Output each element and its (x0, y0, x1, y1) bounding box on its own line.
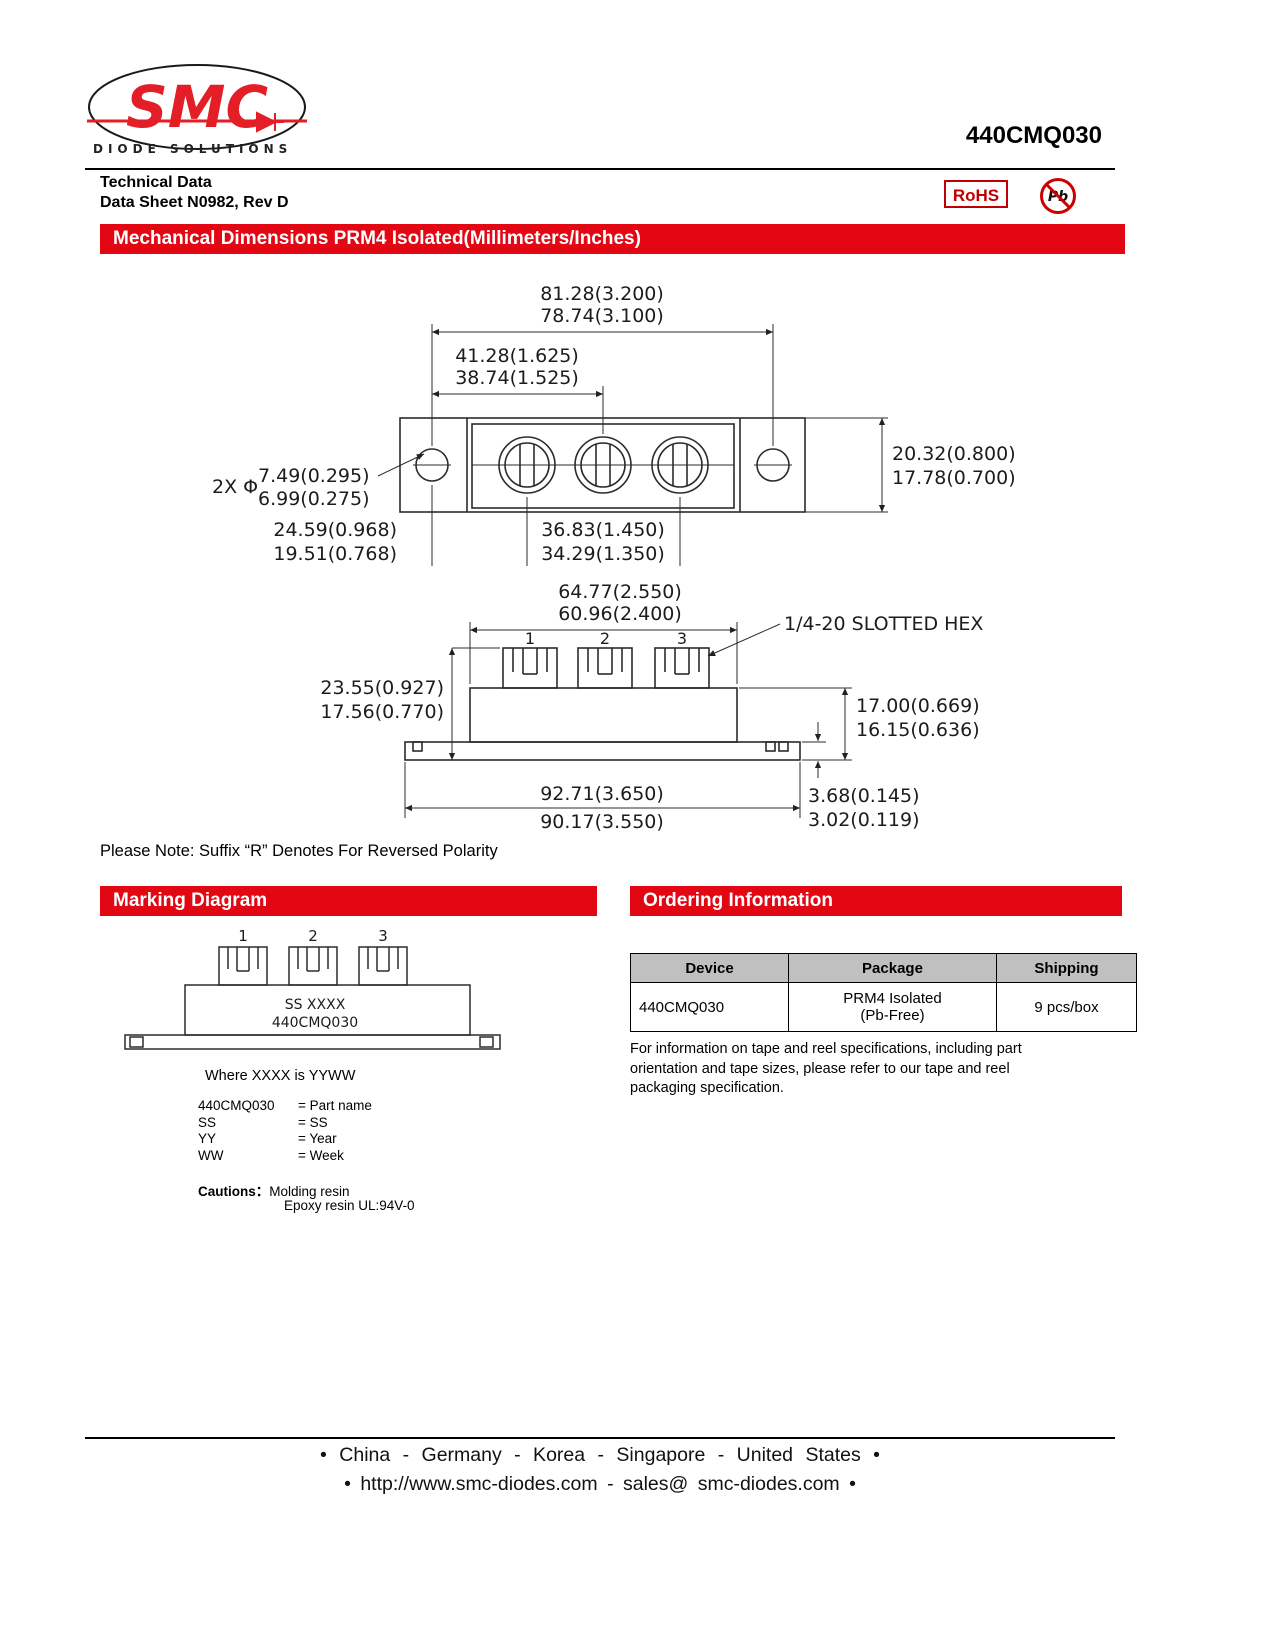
section-banner-ordering: Ordering Information (630, 886, 1122, 916)
terminal-3-label: 3 (677, 629, 687, 648)
dim-overall-l1: 81.28(3.200) (540, 283, 664, 305)
doc-type: Technical Data (100, 174, 212, 191)
ordering-header-row: Device Package Shipping (630, 953, 1137, 983)
device-cell: 440CMQ030 (630, 982, 789, 1032)
cautions-line1: Cautions：Molding resin (198, 1180, 350, 1200)
marking-terminal-2: 2 (308, 927, 318, 945)
dim-width-l2: 17.78(0.700) (892, 467, 1016, 489)
marking-diagram: 1 2 3 SS XXXX 440CMQ030 (124, 927, 501, 1050)
footer-rule (85, 1437, 1115, 1439)
footer-countries: • China - Germany - Korea - Singapore - … (320, 1444, 880, 1466)
dim-hole-term1-l1: 24.59(0.968) (273, 519, 397, 541)
logo-diode-icon (248, 111, 284, 133)
legend-value: = Part name (298, 1098, 372, 1113)
legend-row: WW = Week (198, 1148, 372, 1165)
shipping-cell: 9 pcs/box (996, 982, 1137, 1032)
marking-terminal-3: 3 (378, 927, 388, 945)
side-view-outline (404, 647, 801, 761)
dim-base-thick-l1: 3.68(0.145) (808, 785, 920, 807)
legend-value: = Year (298, 1131, 337, 1146)
col-device: Device (630, 953, 789, 983)
marking-where-note: Where XXXX is YYWW (205, 1068, 356, 1084)
rohs-badge: RoHS (944, 180, 1008, 208)
ordering-data-row: 440CMQ030 PRM4 Isolated (Pb-Free) 9 pcs/… (630, 982, 1137, 1032)
legend-row: 440CMQ030 = Part name (198, 1098, 372, 1115)
section-banner-marking: Marking Diagram (100, 886, 597, 916)
smc-logo: SMC DIODE SOLUTIONS (87, 64, 307, 156)
dim-hole-center-l1: 41.28(1.625) (455, 345, 579, 367)
logo-ellipse (88, 64, 306, 150)
footer-contact: • http://www.smc-diodes.com - sales@ smc… (344, 1473, 856, 1495)
legend-row: SS = SS (198, 1115, 372, 1132)
header-rule (85, 168, 1115, 170)
dim-hole-center-l2: 38.74(1.525) (455, 367, 579, 389)
top-view-dimensions (377, 324, 888, 566)
cautions-label: Cautions： (198, 1184, 270, 1199)
logo-text: SMC (126, 73, 268, 141)
dim-base-thick-l2: 3.02(0.119) (808, 809, 920, 831)
dim-hole-dia-l2: 6.99(0.275) (258, 488, 370, 510)
legend-key: SS (198, 1114, 217, 1130)
legend-value: = SS (298, 1114, 328, 1130)
dim-height-total-l1: 23.55(0.927) (320, 677, 444, 699)
hex-note: 1/4-20 SLOTTED HEX (784, 613, 983, 635)
dim-term-span-l1: 36.83(1.450) (541, 519, 665, 541)
dim-height-body-l2: 16.15(0.636) (856, 719, 980, 741)
dim-width-l1: 20.32(0.800) (892, 443, 1016, 465)
marking-legend: 440CMQ030 = Part name SS = SS YY = Year … (198, 1098, 372, 1164)
side-view-dimensions (404, 622, 852, 818)
marking-outline (124, 946, 501, 1050)
cautions-line2: Epoxy resin UL:94V-0 (284, 1198, 415, 1213)
dim-term-width-l2: 60.96(2.400) (558, 603, 682, 625)
legend-key: 440CMQ030 (198, 1098, 275, 1113)
marking-terminal-1: 1 (238, 927, 248, 945)
legend-value: = Week (298, 1147, 344, 1163)
dim-hole-term1-l2: 19.51(0.768) (273, 543, 397, 565)
marking-label-line1: SS XXXX (285, 997, 346, 1013)
dim-overall-l2: 78.74(3.100) (540, 305, 664, 327)
package-line1: PRM4 Isolated (843, 990, 942, 1007)
mechanical-drawing: 81.28(3.200) 78.74(3.100) 41.28(1.625) 3… (212, 283, 1016, 833)
dim-base-len-l2: 90.17(3.550) (540, 811, 664, 833)
dim-term-width-l1: 64.77(2.550) (558, 581, 682, 603)
ordering-table: Device Package Shipping 440CMQ030 PRM4 I… (630, 953, 1137, 1032)
dim-height-total-l2: 17.56(0.770) (320, 701, 444, 723)
part-number-title: 440CMQ030 (965, 122, 1102, 149)
legend-key: WW (198, 1147, 224, 1163)
section-banner-mechanical: Mechanical Dimensions PRM4 Isolated(Mill… (100, 224, 1125, 254)
package-cell: PRM4 Isolated (Pb-Free) (788, 982, 997, 1032)
cautions-text1: Molding resin (269, 1184, 350, 1199)
dim-hole-dia-l1: 7.49(0.295) (258, 465, 370, 487)
hole-note-prefix: 2X Φ (212, 476, 258, 498)
legend-key: YY (198, 1131, 217, 1146)
dim-height-body-l1: 17.00(0.669) (856, 695, 980, 717)
pb-free-icon: Pb (1040, 178, 1076, 214)
col-package: Package (788, 953, 997, 983)
tape-reel-note: For information on tape and reel specifi… (630, 1041, 1022, 1097)
package-line2: (Pb-Free) (860, 1007, 925, 1024)
dim-term-span-l2: 34.29(1.350) (541, 543, 665, 565)
terminal-1-label: 1 (525, 629, 535, 648)
dim-base-len-l1: 92.71(3.650) (540, 783, 664, 805)
logo-subtitle: DIODE SOLUTIONS (93, 142, 292, 156)
col-shipping: Shipping (996, 953, 1137, 983)
terminal-2-label: 2 (600, 629, 610, 648)
doc-sheet-rev: Data Sheet N0982, Rev D (100, 194, 289, 211)
marking-label-line2: 440CMQ030 (272, 1015, 358, 1031)
legend-row: YY = Year (198, 1131, 372, 1148)
polarity-note: Please Note: Suffix “R” Denotes For Reve… (100, 842, 498, 860)
